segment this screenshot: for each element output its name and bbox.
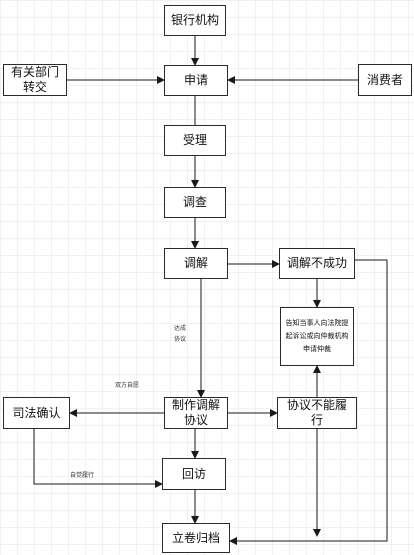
arrow-fail-to-archive <box>229 259 388 545</box>
node-judicial: 司法确认 <box>3 397 70 429</box>
node-apply: 申请 <box>164 65 228 96</box>
node-investigate: 调查 <box>164 187 226 218</box>
node-mediate-fail: 调解不成功 <box>279 248 355 279</box>
node-accept: 受理 <box>164 125 226 156</box>
edge-label-reach-agreement: 达成 协议 <box>173 325 186 343</box>
node-archive: 立卷归档 <box>162 523 230 553</box>
node-consumer: 消费者 <box>358 64 412 96</box>
edge-label-both-agree: 双方自愿 <box>115 382 140 389</box>
node-revisit: 回访 <box>162 458 226 490</box>
edge-label-perform: 自觉履行 <box>70 472 95 479</box>
node-mediate: 调解 <box>164 248 228 279</box>
node-cannot-perform: 协议不能履 行 <box>277 397 357 429</box>
arrow-judicial-to-revisit <box>33 429 163 488</box>
node-agreement: 制作调解 协议 <box>164 397 228 429</box>
node-inform: 告知当事人向法院提起诉讼或向仲裁机构申请仲裁 <box>280 307 354 366</box>
node-bank: 银行机构 <box>164 5 226 36</box>
node-transfer: 有关部门 转交 <box>3 64 67 96</box>
